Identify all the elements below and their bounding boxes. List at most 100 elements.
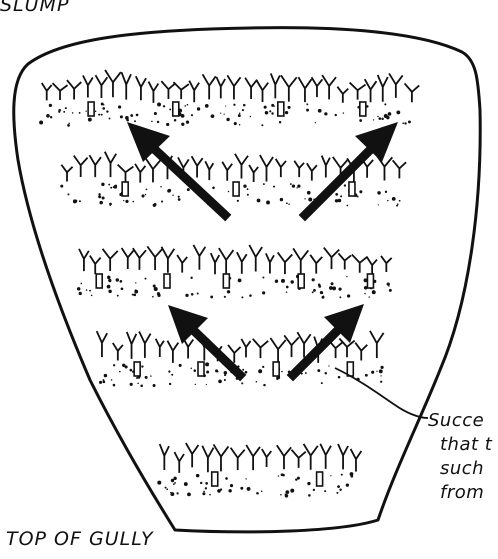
soil-dot	[113, 364, 115, 366]
soil-dot	[220, 488, 222, 490]
plant	[205, 161, 213, 180]
plant	[389, 73, 403, 97]
soil-dot	[318, 285, 321, 288]
soil-dot	[249, 294, 252, 297]
soil-dot	[224, 296, 226, 298]
soil-dot	[385, 191, 387, 193]
soil-dot	[165, 487, 167, 489]
stump	[88, 102, 94, 116]
soil-dot	[46, 114, 50, 118]
soil-dot	[146, 189, 148, 191]
soil-dot	[317, 369, 320, 372]
soil-dot	[108, 184, 110, 186]
soil-dot	[98, 195, 101, 198]
stump	[134, 362, 140, 376]
soil-dot	[331, 282, 334, 285]
soil-dot	[184, 105, 186, 107]
soil-dot	[341, 474, 343, 476]
plant	[122, 248, 134, 269]
soil-dot	[113, 384, 116, 387]
arrow-upper-left	[150, 145, 225, 215]
soil-dot	[111, 379, 113, 381]
soil-dot	[378, 204, 379, 205]
plant	[324, 248, 339, 270]
soil-dot	[106, 110, 108, 112]
plant	[337, 87, 348, 103]
soil-dot	[280, 494, 282, 496]
soil-dot	[117, 295, 119, 297]
soil-dot	[125, 116, 129, 120]
soil-dot	[130, 369, 133, 372]
soil-dot	[123, 200, 124, 201]
soil-dot	[218, 380, 222, 384]
soil-dot	[224, 371, 228, 375]
soil-dot	[107, 285, 111, 289]
soil-dot	[335, 193, 338, 196]
soil-dot	[261, 124, 263, 126]
soil-dot	[91, 295, 93, 297]
soil-dot	[109, 118, 111, 120]
soil-dot	[404, 122, 406, 124]
gully-outline	[14, 28, 480, 532]
stump	[223, 274, 229, 288]
soil-dot	[220, 113, 221, 114]
soil-dot	[290, 183, 292, 185]
soil-dot	[340, 195, 342, 197]
soil-dot	[308, 198, 312, 202]
soil-dot	[134, 120, 136, 122]
soil-dot	[186, 121, 189, 124]
plant	[365, 79, 377, 102]
soil-dot	[203, 491, 205, 493]
soil-dot	[318, 109, 322, 113]
soil-dot	[240, 487, 243, 490]
soil-dot	[388, 286, 389, 287]
plant	[405, 83, 420, 102]
soil-dot	[281, 371, 283, 373]
soil-dot	[338, 288, 341, 291]
soil-dot	[86, 289, 88, 291]
soil-dot	[328, 365, 329, 366]
plant	[173, 82, 188, 99]
plant	[260, 155, 273, 181]
soil-dot	[191, 293, 194, 296]
soil-dot	[335, 199, 338, 202]
soil-dot	[245, 371, 248, 374]
plant	[339, 339, 354, 358]
soil-dot	[266, 201, 270, 205]
soil-dot	[263, 183, 265, 185]
soil-dot	[336, 492, 338, 494]
slump-label: SLUMP	[0, 0, 69, 16]
soil-dot	[145, 278, 147, 280]
stump	[212, 472, 218, 486]
soil-dot	[173, 483, 175, 485]
plant	[237, 252, 247, 274]
soil-dot	[399, 200, 401, 202]
soil-dot	[305, 372, 307, 374]
soil-dot	[262, 291, 265, 294]
stump	[96, 274, 102, 288]
soil-dot	[160, 186, 162, 188]
soil-dot	[190, 367, 192, 369]
arrow-upper-right	[305, 145, 375, 215]
soil-dot	[101, 103, 104, 106]
soil-dot	[275, 280, 278, 283]
soil-dot	[325, 372, 327, 374]
soil-dot	[99, 381, 102, 384]
plant	[147, 246, 163, 270]
soil-dot	[387, 282, 390, 285]
plant	[281, 75, 297, 101]
soil-dot	[286, 286, 289, 289]
plant	[214, 444, 229, 471]
plant	[276, 159, 286, 177]
soil-dot	[346, 276, 347, 277]
soil-dot	[271, 112, 273, 114]
plant	[189, 81, 199, 103]
plant	[222, 162, 232, 181]
soil-dot	[157, 294, 160, 297]
soil-dot	[312, 291, 314, 293]
soil-dot	[67, 193, 69, 195]
soil-dot	[372, 290, 376, 294]
soil-dot	[226, 118, 229, 121]
caption-line-4: from	[440, 482, 484, 503]
plant	[146, 158, 161, 182]
